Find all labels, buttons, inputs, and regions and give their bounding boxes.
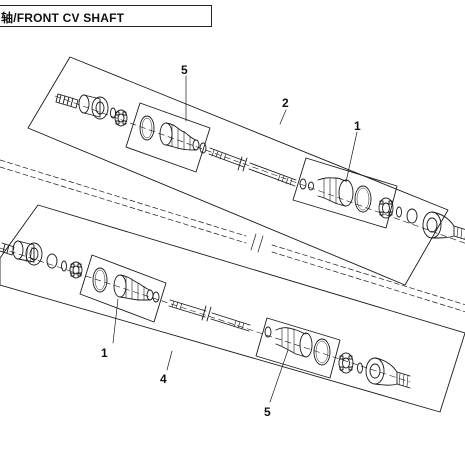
page-title: 轴/FRONT CV SHAFT (1, 11, 125, 25)
lower-small-boot-clamp (152, 291, 160, 303)
upper-outer-bearing-cage (378, 197, 394, 219)
callout-lower-joint-kit: 1 (101, 346, 108, 360)
callout-upper-joint-kit: 1 (354, 119, 361, 133)
callout-lower-boot-kit: 5 (264, 405, 271, 419)
upper-assembly-outline (27, 56, 449, 286)
upper-axis-line (54, 95, 465, 244)
upper-outer-large-clamp (354, 185, 372, 213)
lower-assembly-outline (0, 204, 465, 413)
upper-bearing-cage (114, 109, 128, 127)
upper-circlip-b (308, 181, 314, 191)
upper-small-boot-clamp (199, 142, 207, 154)
upper-outer-large-clamp-inner (356, 187, 370, 211)
upper-shaft-break-mark (237, 156, 248, 172)
lower-small-clamp-outer (264, 326, 272, 338)
lower-washer (46, 253, 58, 269)
lower-shaft-break-mark (201, 305, 212, 322)
upper-outboard-housing (422, 211, 465, 240)
title-box: 轴/FRONT CV SHAFT (0, 5, 212, 27)
lower-outer-large-clamp (313, 338, 331, 366)
upper-small-clamp-outer (299, 178, 307, 190)
upper-outer-snap-ring (396, 206, 402, 218)
upper-outer-washer (406, 208, 418, 224)
upper-boot (159, 122, 200, 151)
lower-axle-shaft (168, 299, 251, 332)
leader-lower-boot-kit (269, 349, 289, 403)
leader-upper-assembly (279, 109, 287, 125)
lower-outer-snap-ring (357, 362, 363, 374)
upper-large-boot-clamp (139, 115, 155, 141)
assembly-separator (0, 159, 465, 313)
lower-large-boot-clamp-inner (94, 269, 106, 291)
separator-break-mark (250, 233, 264, 253)
upper-inboard-spline-stub (55, 93, 79, 109)
upper-joint-kit-box (292, 157, 398, 229)
callout-upper-boot-kit: 5 (181, 63, 188, 77)
lower-outer-large-clamp-inner (315, 340, 329, 364)
leader-lower-assembly (166, 350, 173, 371)
upper-boot-kit-box (125, 102, 211, 173)
leader-lower-joint-kit (112, 298, 119, 344)
lower-inboard-housing (12, 240, 43, 266)
callout-upper-assembly: 2 (282, 96, 289, 110)
lower-circlip-a (61, 260, 67, 272)
lower-outboard-housing (365, 357, 411, 389)
lower-outer-bearing-cage (338, 352, 354, 374)
upper-axle-shaft (208, 147, 297, 187)
leader-upper-joint-kit (345, 131, 358, 183)
upper-outer-boot (317, 177, 354, 207)
lower-bearing-cage (69, 261, 83, 279)
upper-inboard-housing (78, 94, 109, 120)
lower-large-boot-clamp (92, 267, 108, 293)
lower-boot (113, 274, 154, 301)
lower-joint-kit-box (79, 254, 167, 323)
lower-outer-boot (275, 327, 313, 358)
callout-lower-assembly: 4 (160, 372, 167, 386)
upper-circlip-a (110, 107, 116, 119)
lower-axis-line (0, 247, 411, 383)
upper-large-boot-clamp-inner (141, 117, 153, 139)
lower-boot-kit-box (255, 317, 341, 379)
